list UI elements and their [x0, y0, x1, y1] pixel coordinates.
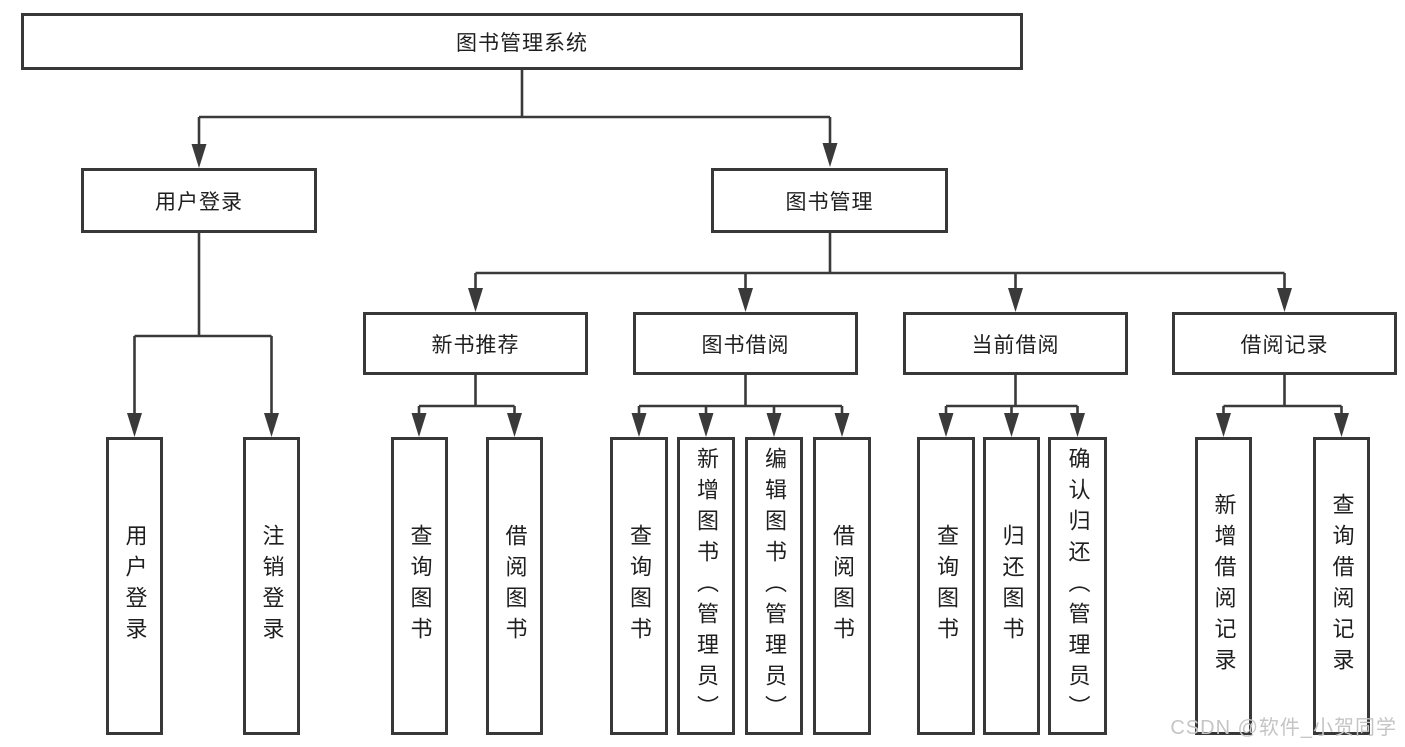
connector-new-book-children — [411, 375, 522, 437]
connector-book-management-sections — [468, 233, 1292, 312]
leaf-label: 确认归还（管理员） — [1065, 446, 1091, 726]
leaf-label: 编辑图书（管理员） — [762, 446, 787, 726]
leaf-label: 用户登录 — [122, 524, 148, 648]
connector-root-to-level2 — [191, 70, 838, 168]
leaf-user-login: 用户登录 — [106, 437, 163, 735]
leaf-label: 归还图书 — [999, 524, 1025, 648]
connector-book-borrow-children — [631, 375, 850, 437]
leaf-label: 注销登录 — [259, 524, 285, 648]
leaf-label: 查询借阅记录 — [1329, 493, 1355, 679]
leaf-label: 查询图书 — [627, 524, 652, 648]
connector-borrow-records-children — [1216, 375, 1349, 437]
leaf-add-borrow-record: 新增借阅记录 — [1195, 437, 1252, 735]
leaf-query-borrow-record: 查询借阅记录 — [1313, 437, 1370, 735]
leaf-label: 借阅图书 — [830, 524, 855, 648]
node-user-login: 用户登录 — [81, 168, 317, 233]
arrowhead-leaf-login — [127, 413, 142, 437]
arrowhead-new-book — [468, 288, 483, 312]
leaf-return-book: 归还图书 — [983, 437, 1040, 735]
connector-current-borrow-children — [938, 375, 1085, 437]
leaf-borrow-books-recommend: 借阅图书 — [486, 437, 543, 735]
leaf-borrow-books: 借阅图书 — [813, 437, 871, 735]
leaf-label: 新增图书（管理员） — [694, 446, 719, 726]
arrowhead-book-borrow — [738, 288, 753, 312]
connector-user-login-children — [127, 233, 279, 437]
leaf-label: 查询图书 — [407, 524, 433, 648]
arrowhead-book-management — [822, 143, 838, 167]
arrowhead-leaf-logout — [264, 413, 279, 437]
node-book-management: 图书管理 — [711, 168, 948, 233]
arrowhead-current-borrow — [1008, 288, 1023, 312]
leaf-logout: 注销登录 — [243, 437, 300, 735]
arrowhead-user-login — [191, 144, 207, 168]
node-library-management-system: 图书管理系统 — [21, 13, 1023, 70]
node-book-borrow: 图书借阅 — [633, 312, 858, 375]
leaf-query-books-borrow: 查询图书 — [610, 437, 668, 735]
node-borrow-records: 借阅记录 — [1172, 312, 1397, 375]
leaf-add-book-admin: 新增图书（管理员） — [677, 437, 735, 735]
leaf-query-books-current: 查询图书 — [917, 437, 975, 735]
leaf-query-books-recommend: 查询图书 — [391, 437, 448, 735]
node-new-book-recommend: 新书推荐 — [363, 312, 588, 375]
leaf-label: 借阅图书 — [502, 524, 528, 648]
leaf-edit-book-admin: 编辑图书（管理员） — [745, 437, 803, 735]
node-current-borrow: 当前借阅 — [903, 312, 1128, 375]
arrowhead-borrow-records — [1277, 288, 1292, 312]
leaf-label: 新增借阅记录 — [1211, 493, 1237, 679]
leaf-label: 查询图书 — [934, 524, 959, 648]
leaf-confirm-return-admin: 确认归还（管理员） — [1048, 437, 1107, 735]
